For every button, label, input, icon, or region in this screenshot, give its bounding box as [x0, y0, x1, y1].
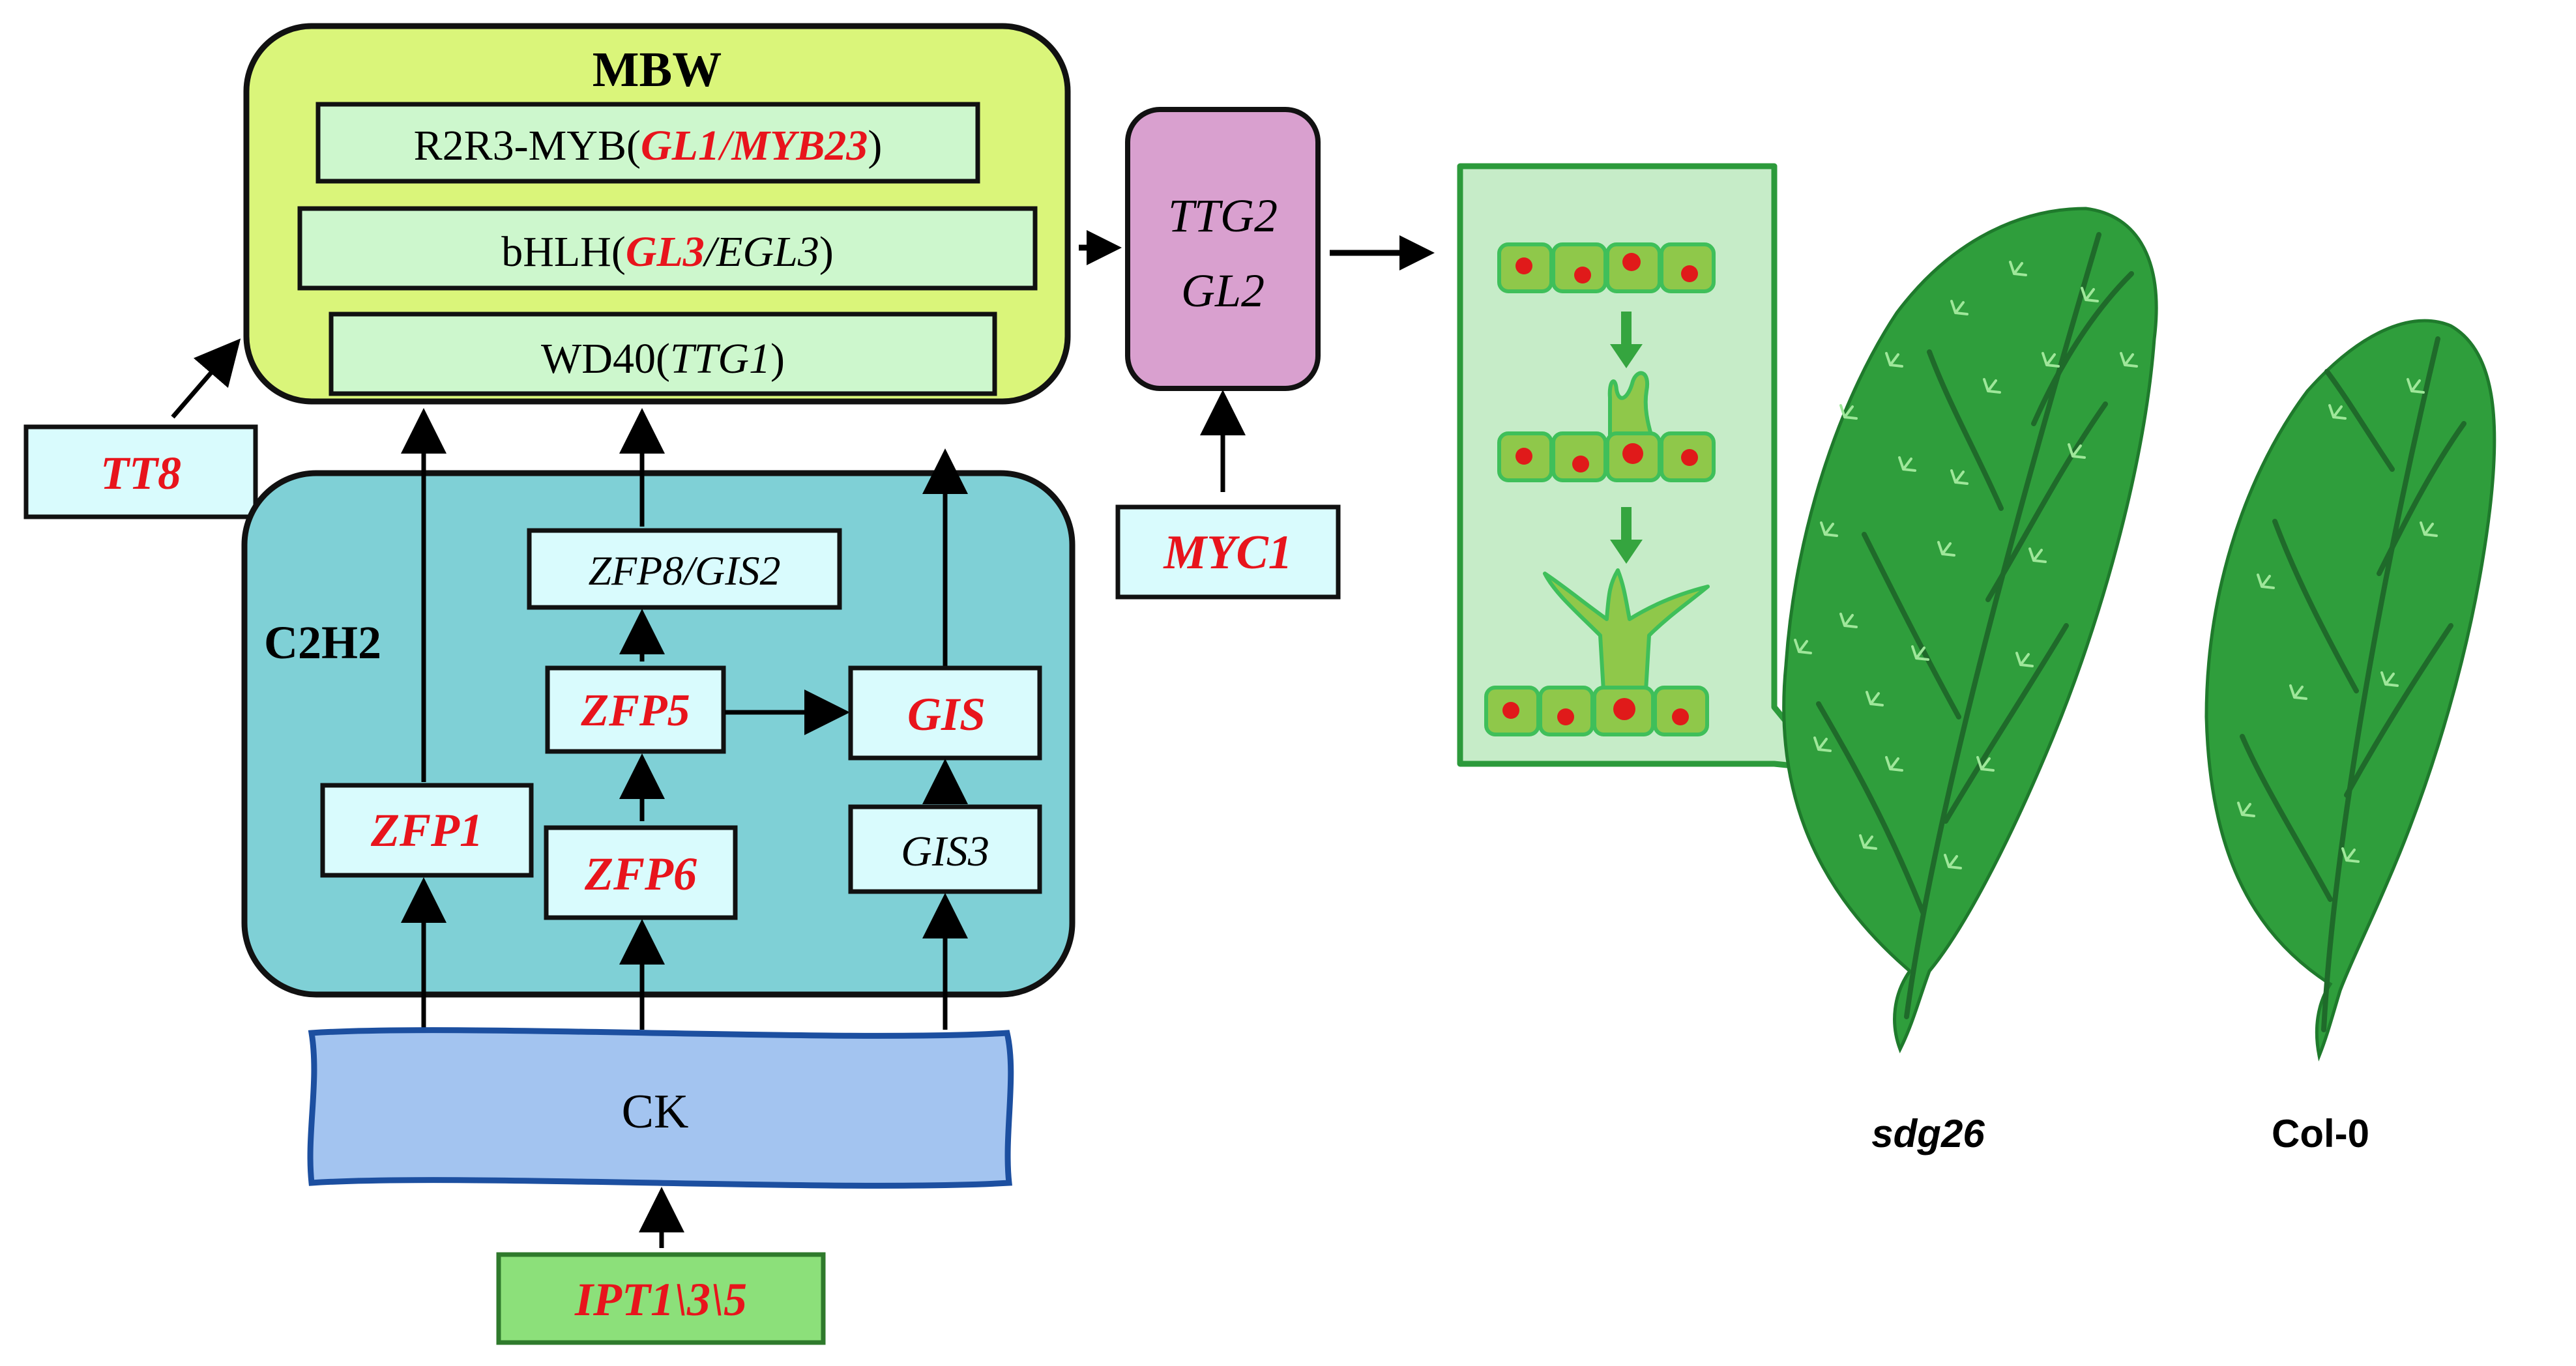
zfp8-label: ZFP8/GIS2	[588, 547, 780, 594]
zfp5-box	[545, 665, 726, 754]
ck-box: CK	[307, 1027, 1014, 1189]
tt8-box: TT8	[23, 424, 258, 519]
development-arrowhead-2	[1610, 540, 1643, 564]
zfp6-label: ZFP6	[584, 848, 697, 900]
ttg2-gl2-box: TTG2 GL2	[1125, 107, 1321, 391]
gis-label: GIS	[907, 688, 986, 740]
myc1-label: MYC1	[1163, 526, 1292, 579]
gis3-box	[848, 804, 1042, 894]
zfp1-box	[320, 783, 534, 878]
bhlh-box: bHLH(GL3/EGL3)	[297, 206, 1038, 291]
wd40-label: WD40(TTG1)	[541, 335, 785, 383]
col0-label: Col-0	[2272, 1112, 2369, 1155]
ipt-box: IPT1\3\5	[496, 1252, 826, 1345]
ipt-label: IPT1\3\5	[574, 1273, 747, 1326]
ttg2-label: TTG2	[1168, 190, 1278, 242]
epidermal-cells-row-2	[1497, 371, 1716, 482]
zfp5-label: ZFP5	[580, 686, 690, 736]
myb-box: R2R3-MYB(GL1/MYB23)	[315, 102, 980, 184]
trichome-development-panel	[1457, 163, 1828, 772]
epidermal-cells-row-3	[1484, 568, 1710, 736]
wd40-box: WD40(TTG1)	[329, 312, 997, 396]
ck-label: CK	[622, 1085, 689, 1139]
leaf-sdg26: sdg26	[1782, 207, 2158, 1155]
zfp1-label: ZFP1	[370, 804, 483, 856]
myb-label: R2R3-MYB(GL1/MYB23)	[414, 122, 883, 169]
tt8-to-mbw-arrow	[171, 338, 241, 419]
c2h2-block: C2H2 ZFP8/GIS2 ZFP5 GIS ZFP1 ZFP6 GIS3	[241, 408, 1076, 998]
mbw-title: MBW	[593, 42, 722, 97]
tt8-label: TT8	[100, 447, 181, 499]
bhlh-label: bHLH(GL3/EGL3)	[501, 228, 834, 276]
myc1-box: MYC1	[1115, 504, 1341, 600]
epidermal-cells-row-1	[1497, 242, 1716, 293]
gl2-label: GL2	[1181, 265, 1265, 317]
zfp8-box	[527, 528, 842, 610]
gis-box	[848, 665, 1042, 761]
c2h2-title: C2H2	[264, 617, 381, 669]
zfp6-box	[544, 825, 738, 920]
gis3-label: GIS3	[901, 828, 989, 875]
sdg26-label: sdg26	[1871, 1112, 1985, 1155]
mbw-complex: MBW R2R3-MYB(GL1/MYB23) bHLH(GL3/EGL3) W…	[243, 23, 1071, 405]
leaf-col0: Col-0	[2204, 319, 2496, 1155]
development-arrowhead-1	[1610, 344, 1643, 368]
